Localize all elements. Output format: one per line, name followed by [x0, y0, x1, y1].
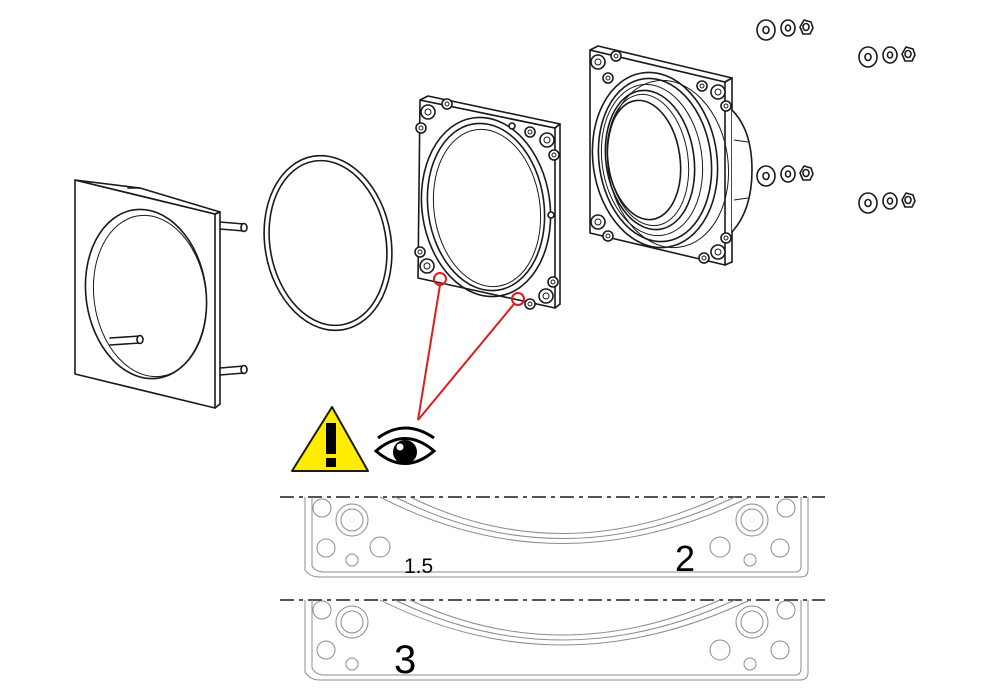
- mounting-plate: [414, 95, 561, 310]
- front-panel: [74, 179, 221, 409]
- detail-label-2: 2: [675, 538, 695, 579]
- panel-stud: [219, 221, 248, 233]
- hardware-set: [756, 19, 814, 41]
- hardware-set: [756, 165, 814, 187]
- panel-stud: [109, 334, 144, 346]
- detail-view-bottom: 3: [280, 599, 825, 682]
- detail-label-1-5: 1.5: [404, 555, 433, 578]
- warning-triangle-icon: [291, 406, 369, 472]
- eye-icon: [373, 426, 437, 465]
- hardware-set: [858, 192, 916, 214]
- speaker-unit: [589, 45, 753, 266]
- hardware-set: [858, 46, 916, 68]
- detail-label-3: 3: [394, 638, 416, 682]
- o-ring-gasket: [263, 154, 393, 332]
- detail-view-top: 1.5 2: [280, 496, 825, 579]
- panel-stud: [219, 364, 248, 376]
- inspection-callout: [417, 272, 525, 421]
